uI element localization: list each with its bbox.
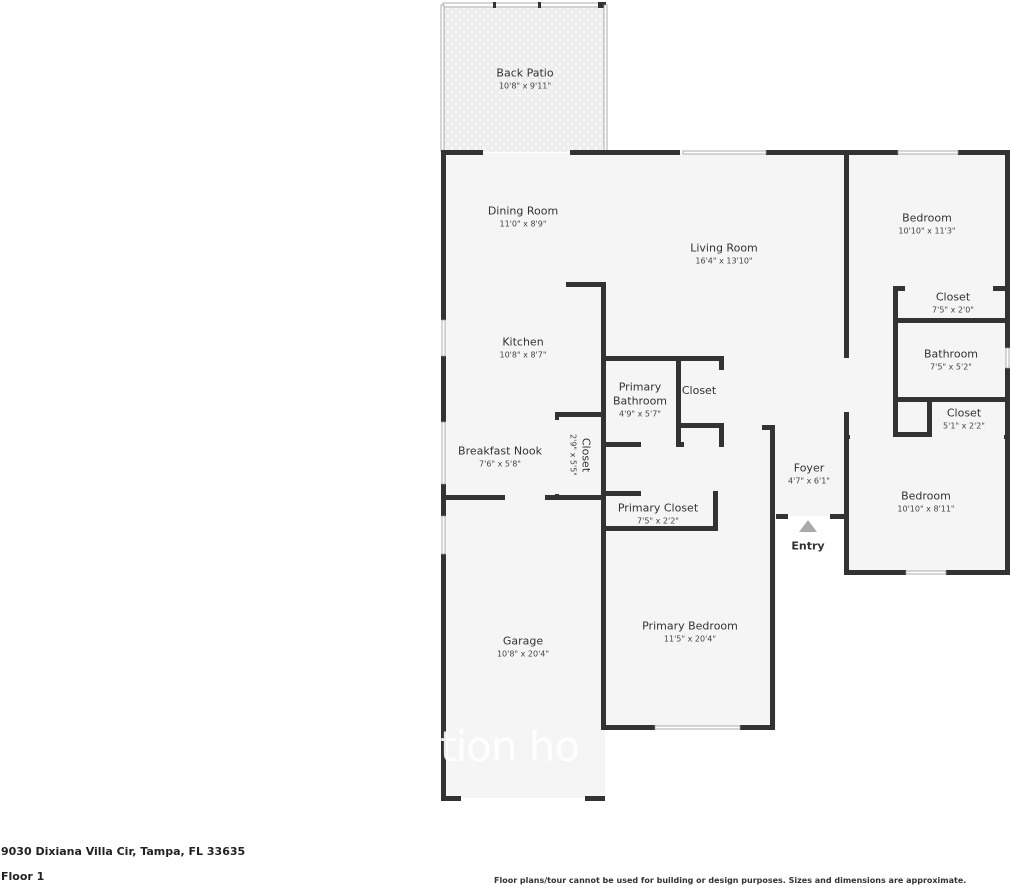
room-dims: 7'6" x 5'8" <box>479 459 521 469</box>
room-dims: 7'5" x 2'2" <box>637 516 679 526</box>
room-dims: 7'5" x 5'2" <box>930 362 972 372</box>
room-name: Closet <box>579 437 593 473</box>
back-patio-floor <box>443 5 605 152</box>
room-closet-1: Closet 7'5" x 2'0" <box>932 291 974 316</box>
room-back-patio: Back Patio 10'8" x 9'11" <box>496 67 553 92</box>
room-kitchen: Kitchen 10'8" x 8'7" <box>499 336 546 361</box>
room-foyer: Foyer 4'7" x 6'1" <box>788 462 830 487</box>
room-name: Breakfast Nook <box>458 444 542 458</box>
windows <box>441 150 1010 730</box>
room-bathroom: Bathroom 7'5" x 5'2" <box>924 348 978 373</box>
room-name: Closet <box>946 406 982 420</box>
address: 9030 Dixiana Villa Cir, Tampa, FL 33635 <box>1 845 246 858</box>
room-name: Back Patio <box>496 66 554 80</box>
floor-areas <box>443 153 1008 798</box>
entry-label: Entry <box>791 539 825 553</box>
walls <box>441 150 1010 801</box>
room-name: Primary Closet <box>617 501 699 515</box>
room-bedroom-2: Bedroom 10'10" x 8'11" <box>897 490 954 515</box>
room-closet-2: Closet 5'1" x 2'2" <box>943 407 985 432</box>
room-dims: 10'8" x 9'11" <box>498 81 552 91</box>
room-dims: 11'5" x 20'4" <box>663 634 717 644</box>
room-name: Closet <box>681 384 717 397</box>
room-dims: 5'1" x 2'2" <box>943 421 985 431</box>
watermark: tion ho <box>440 722 580 771</box>
room-dims: 10'10" x 8'11" <box>897 504 955 514</box>
room-dims: 16'4" x 13'10" <box>695 256 753 266</box>
room-dining-room: Dining Room 11'0" x 8'9" <box>488 205 558 230</box>
room-breakfast-nook: Breakfast Nook 7'6" x 5'8" <box>458 445 542 470</box>
floor-title: Floor 1 <box>1 870 45 883</box>
room-closet-3: Closet <box>682 384 716 398</box>
room-closet-4: Closet 2'9" x 5'5" <box>568 434 593 476</box>
room-name: Bedroom <box>901 489 951 503</box>
room-dims: 11'0" x 8'9" <box>499 219 547 229</box>
room-dims: 10'8" x 8'7" <box>499 350 547 360</box>
room-dims: 10'8" x 20'4" <box>496 649 550 659</box>
room-name: Garage <box>502 634 544 648</box>
room-primary-bedroom: Primary Bedroom 11'5" x 20'4" <box>642 620 738 645</box>
disclaimer: Floor plans/tour cannot be used for buil… <box>494 876 967 885</box>
room-name: Bedroom <box>902 211 952 225</box>
room-bedroom-1: Bedroom 10'10" x 11'3" <box>898 212 955 237</box>
room-dims: 7'5" x 2'0" <box>932 305 974 315</box>
room-dims: 10'10" x 11'3" <box>898 226 956 236</box>
room-name: Foyer <box>793 461 825 475</box>
room-name: Kitchen <box>502 335 544 349</box>
room-name: Primary Bedroom <box>642 619 738 633</box>
room-primary-closet: Primary Closet 7'5" x 2'2" <box>618 502 698 527</box>
entry-arrow-icon <box>799 520 817 532</box>
room-dims: 4'9" x 5'7" <box>619 409 661 419</box>
room-name: Closet <box>935 290 971 304</box>
room-name: Dining Room <box>487 204 559 218</box>
room-garage: Garage 10'8" x 20'4" <box>497 635 549 660</box>
room-name: Bathroom <box>923 347 979 361</box>
room-living-room: Living Room 16'4" x 13'10" <box>690 242 758 267</box>
room-dims: 4'7" x 6'1" <box>788 476 830 486</box>
room-name: Living Room <box>690 241 758 255</box>
room-name: Primary Bathroom <box>612 380 668 408</box>
room-dims: 2'9" x 5'5" <box>568 434 578 476</box>
room-primary-bathroom: Primary Bathroom 4'9" x 5'7" <box>610 381 670 420</box>
